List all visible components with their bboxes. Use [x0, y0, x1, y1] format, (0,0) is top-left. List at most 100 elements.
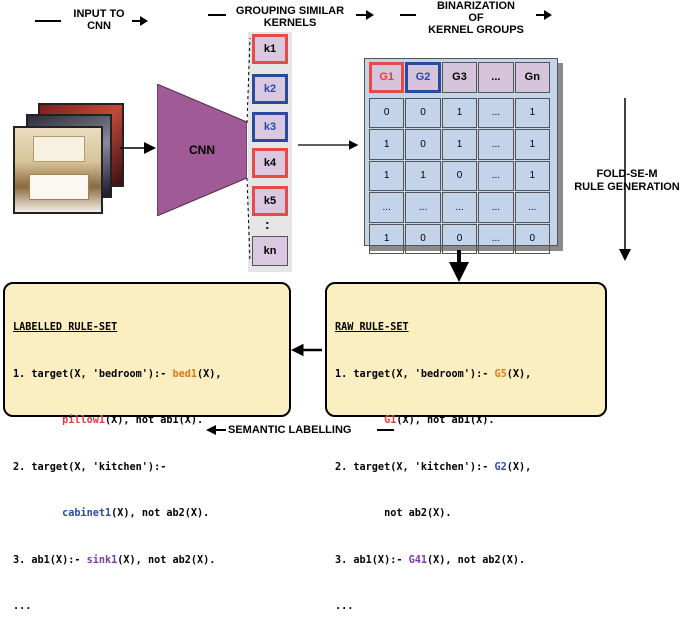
labelled-rule-4a: [13, 508, 62, 519]
table-cell-r2-c5: 1: [514, 129, 550, 160]
raw-rule-set-title: RAW RULE-SET: [335, 322, 409, 333]
labelled-rule-line-4: cabinet1(X), not ab2(X).: [13, 506, 281, 522]
connector-layer: [120, 37, 631, 435]
binarization-header-arrow: [536, 10, 552, 20]
table-header-3: G3: [441, 62, 478, 93]
cnn-trapezoid: [157, 84, 247, 216]
input-header: INPUT TO CNN: [64, 8, 134, 32]
raw-rule-line-1: 1. target(X, 'bedroom'):- G5(X),: [335, 367, 597, 383]
grouping-header-line-1: GROUPING SIMILAR: [235, 5, 345, 17]
table-header-4: ...: [478, 62, 514, 93]
binarization-header: BINARIZATION OF KERNEL GROUPS: [420, 0, 532, 36]
grouping-header-arrow: [356, 10, 374, 20]
table-cell-r5-c1: 1: [369, 223, 405, 254]
kernel-kn: kn: [252, 236, 288, 266]
raw-rule-line-2: G1(X), not ab1(X).: [335, 413, 597, 429]
fold-label-line-2: RULE GENERATION: [574, 181, 680, 193]
raw-rule-5a: 3. ab1(X):-: [335, 554, 409, 566]
table-cell-r2-c4: ...: [478, 129, 514, 160]
table-cell-r1-c4: ...: [478, 97, 514, 128]
raw-rule-2b: (X), not ab1(X).: [396, 415, 495, 426]
table-cell-r4-c4: ...: [478, 192, 514, 223]
label-cabinet1: cabinet1: [62, 508, 112, 519]
labelled-rule-set-title: LABELLED RULE-SET: [13, 322, 118, 333]
table-cell-r1-c5: 1: [514, 97, 550, 128]
raw-g41: G41: [408, 554, 428, 566]
table-cell-r4-c3: ...: [441, 192, 478, 223]
bedroom-bed: [29, 174, 89, 200]
table-cell-r3-c1: 1: [369, 160, 405, 191]
labelled-rule-1b: (X),: [197, 368, 222, 380]
raw-g1: G1: [384, 415, 397, 426]
input-header-line-2: CNN: [87, 20, 111, 32]
bedroom-window: [33, 136, 85, 162]
table-cell-r5-c2: 0: [405, 223, 441, 254]
table-cell-r2-c2: 0: [405, 129, 441, 160]
kernel-ellipsis: :: [265, 216, 270, 232]
raw-rule-1a: 1. target(X, 'bedroom'):-: [335, 368, 495, 380]
label-sink1: sink1: [86, 554, 118, 566]
cnn-label: CNN: [189, 143, 215, 157]
raw-g5: G5: [494, 368, 507, 380]
input-image-bedroom: [13, 126, 103, 214]
binarization-header-line-2: OF: [468, 12, 484, 24]
labelled-rule-line-5: 3. ab1(X):- sink1(X), not ab2(X).: [13, 553, 281, 569]
table-cell-r3-c2: 1: [405, 160, 441, 191]
labelled-rule-line-3: 2. target(X, 'kitchen'):-: [13, 460, 281, 476]
grouping-header: GROUPING SIMILAR KERNELS: [228, 5, 352, 29]
table-cell-r4-c2: ...: [405, 192, 441, 223]
table-header-1: G1: [369, 62, 405, 93]
semantic-labelling-label: SEMANTIC LABELLING: [228, 424, 352, 436]
labelled-rule-set-box: LABELLED RULE-SET 1. target(X, 'bedroom'…: [3, 282, 291, 612]
table-header-5: Gn: [514, 62, 550, 93]
labelled-rule-2a: [13, 415, 62, 426]
labelled-rule-5b: (X), not ab2(X).: [117, 554, 216, 566]
labelled-rule-3a: 2. target(X, 'kitchen'):-: [13, 461, 167, 473]
label-pillow1: pillow1: [62, 415, 106, 426]
fold-label-line-1: FOLD-SE-M: [596, 168, 658, 180]
labelled-rule-line-1: 1. target(X, 'bedroom'):- bed1(X),: [13, 367, 281, 383]
grouping-header-dash: [208, 14, 226, 16]
raw-rule-3a: 2. target(X, 'kitchen'):-: [335, 461, 495, 473]
raw-rule-line-3: 2. target(X, 'kitchen'):- G2(X),: [335, 460, 597, 476]
table-cell-r1-c3: 1: [441, 97, 478, 128]
kernel-k1: k1: [252, 34, 288, 64]
grouping-header-line-2: KERNELS: [263, 17, 317, 29]
kernel-k3: k3: [252, 112, 288, 142]
binarization-header-dash: [400, 14, 416, 16]
table-cell-r2-c1: 1: [369, 129, 405, 160]
cnn-kernel-dash-top: [246, 37, 251, 124]
labelled-rule-1a: 1. target(X, 'bedroom'):-: [13, 368, 173, 380]
table-cell-r1-c2: 0: [405, 97, 441, 128]
input-header-dash: [35, 20, 61, 22]
table-cell-r5-c5: 0: [514, 223, 550, 254]
table-cell-r4-c1: ...: [369, 192, 405, 223]
raw-rule-line-5: 3. ab1(X):- G41(X), not ab2(X).: [335, 553, 597, 569]
raw-rule-set-box: RAW RULE-SET 1. target(X, 'bedroom'):- G…: [325, 282, 607, 612]
binarization-header-line-1: BINARIZATION: [436, 0, 515, 12]
raw-rule-line-4: not ab2(X).: [335, 508, 452, 519]
raw-rule-5b: (X), not ab2(X).: [427, 554, 526, 566]
table-cell-r3-c4: ...: [478, 160, 514, 191]
kernel-k4: k4: [252, 148, 288, 178]
table-cell-r4-c5: ...: [514, 192, 550, 223]
kernel-k2: k2: [252, 74, 288, 104]
binarization-header-line-3: KERNEL GROUPS: [428, 24, 524, 36]
table-cell-r3-c3: 0: [441, 160, 478, 191]
kernel-k5: k5: [252, 186, 288, 216]
table-cell-r2-c3: 1: [441, 129, 478, 160]
table-cell-r5-c4: ...: [478, 223, 514, 254]
cnn-block: [157, 84, 247, 216]
table-cell-r3-c5: 1: [514, 160, 550, 191]
label-bed1: bed1: [172, 368, 198, 380]
table-cell-r1-c1: 0: [369, 97, 405, 128]
fold-se-m-label: FOLD-SE-M RULE GENERATION: [574, 168, 680, 194]
raw-rule-line-6: ...: [335, 601, 354, 612]
labelled-rule-line-6: ...: [13, 601, 32, 612]
raw-rule-3b: (X),: [506, 461, 532, 473]
labelled-rule-5a: 3. ab1(X):-: [13, 554, 87, 566]
labelled-rule-line-2: pillow1(X), not ab1(X).: [13, 413, 281, 429]
labelled-rule-2b: (X), not ab1(X).: [105, 415, 204, 426]
raw-g2: G2: [494, 461, 507, 473]
input-header-arrow: [132, 16, 148, 26]
